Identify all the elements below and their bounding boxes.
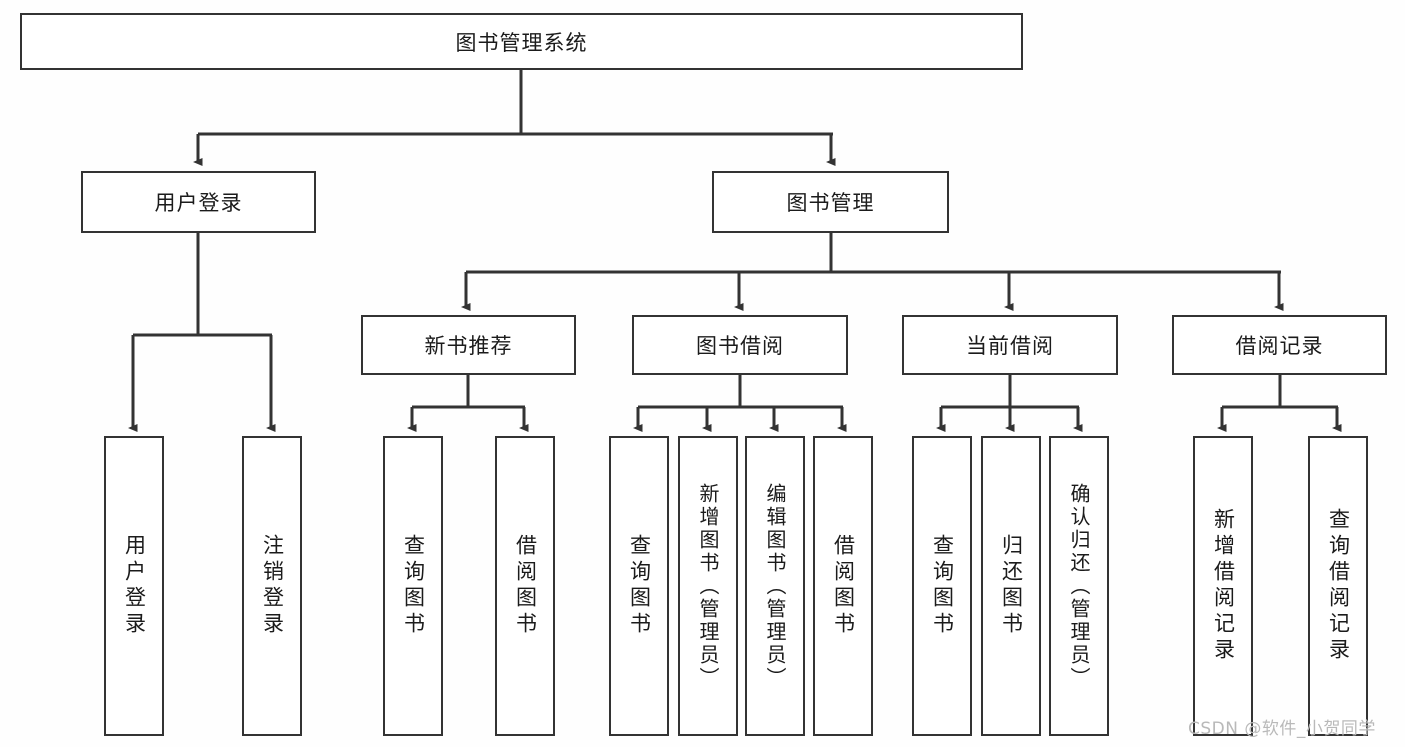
node-leaf-user-logout-label: 注销登录 [260, 534, 285, 638]
node-leaf-query-book-2-label: 查询图书 [627, 534, 652, 638]
node-leaf-user-logout[interactable]: 注销登录 [242, 436, 302, 736]
node-leaf-query-record-label: 查询借阅记录 [1326, 508, 1351, 664]
node-current-borrow-label: 当前借阅 [966, 334, 1054, 358]
node-book-borrow[interactable]: 图书借阅 [632, 315, 848, 375]
node-leaf-return-book[interactable]: 归还图书 [981, 436, 1041, 736]
node-user-login-label: 用户登录 [154, 191, 243, 215]
node-leaf-add-record[interactable]: 新增借阅记录 [1193, 436, 1253, 736]
csdn-watermark: CSDN @软件_小贺同学 [1188, 719, 1376, 739]
node-leaf-edit-book[interactable]: 编辑图书（管理员） [745, 436, 805, 736]
node-book-manage[interactable]: 图书管理 [712, 171, 949, 233]
node-borrow-record[interactable]: 借阅记录 [1172, 315, 1387, 375]
node-leaf-add-book-label: 新增图书（管理员） [696, 482, 720, 690]
node-borrow-record-label: 借阅记录 [1235, 334, 1324, 358]
node-leaf-borrow-book-1-label: 借阅图书 [513, 534, 538, 638]
node-leaf-borrow-book-2-label: 借阅图书 [831, 534, 856, 638]
node-leaf-user-login[interactable]: 用户登录 [104, 436, 164, 736]
node-leaf-query-book-1[interactable]: 查询图书 [383, 436, 443, 736]
node-leaf-borrow-book-2[interactable]: 借阅图书 [813, 436, 873, 736]
node-new-book-recommend[interactable]: 新书推荐 [361, 315, 576, 375]
node-leaf-return-book-label: 归还图书 [999, 534, 1024, 638]
node-leaf-user-login-label: 用户登录 [122, 534, 147, 638]
node-leaf-query-book-3[interactable]: 查询图书 [912, 436, 972, 736]
node-leaf-borrow-book-1[interactable]: 借阅图书 [495, 436, 555, 736]
node-current-borrow[interactable]: 当前借阅 [902, 315, 1118, 375]
node-leaf-query-book-1-label: 查询图书 [401, 534, 426, 638]
node-root[interactable]: 图书管理系统 [20, 13, 1023, 70]
node-leaf-add-book[interactable]: 新增图书（管理员） [678, 436, 738, 736]
node-leaf-query-book-3-label: 查询图书 [930, 534, 955, 638]
node-leaf-add-record-label: 新增借阅记录 [1211, 508, 1236, 664]
node-leaf-query-record[interactable]: 查询借阅记录 [1308, 436, 1368, 736]
node-root-label: 图书管理系统 [455, 30, 588, 55]
node-new-book-recommend-label: 新书推荐 [424, 334, 513, 358]
node-leaf-confirm-return-label: 确认归还（管理员） [1067, 482, 1091, 690]
node-user-login[interactable]: 用户登录 [81, 171, 316, 233]
node-leaf-query-book-2[interactable]: 查询图书 [609, 436, 669, 736]
node-leaf-confirm-return[interactable]: 确认归还（管理员） [1049, 436, 1109, 736]
node-leaf-edit-book-label: 编辑图书（管理员） [763, 482, 787, 690]
node-book-manage-label: 图书管理 [786, 191, 875, 215]
node-book-borrow-label: 图书借阅 [696, 334, 784, 358]
